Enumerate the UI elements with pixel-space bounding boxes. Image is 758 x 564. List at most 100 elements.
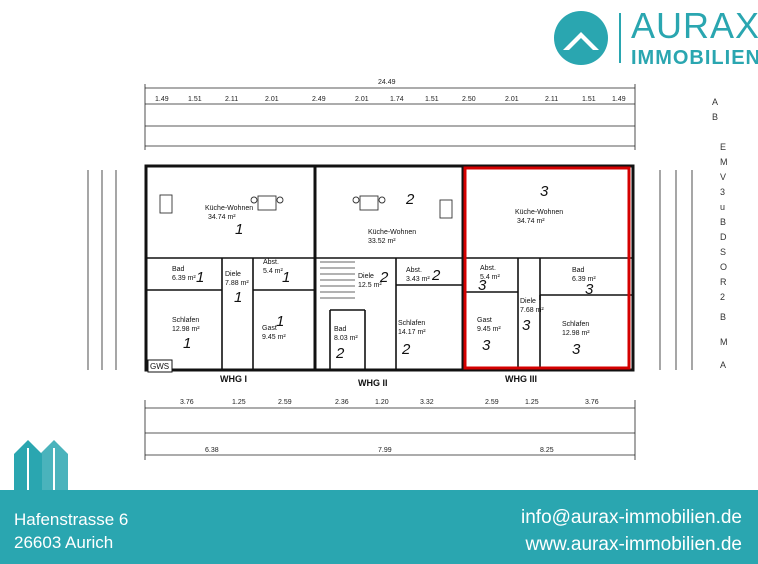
unit-tag: 1 xyxy=(196,269,204,286)
unit-tag: 1 xyxy=(276,313,284,330)
side-letter: M xyxy=(720,157,728,167)
unit-label: WHG III xyxy=(505,374,537,384)
side-letter: D xyxy=(720,232,727,242)
unit-tag: 3 xyxy=(540,183,549,200)
side-letter: u xyxy=(720,202,725,212)
side-letter: B xyxy=(720,312,726,322)
unit-tag: 2 xyxy=(405,191,415,208)
dim-bottom: 1.25 xyxy=(525,399,539,406)
dim-top: 1.51 xyxy=(582,96,596,103)
room-name: Küche-Wohnen xyxy=(205,205,253,212)
room-area: 34.74 m² xyxy=(517,218,545,225)
dim-top: 2.50 xyxy=(462,96,476,103)
street-address: Hafenstrasse 6 xyxy=(14,510,129,529)
email-link[interactable]: info@aurax-immobilien.de xyxy=(521,507,742,528)
room-area: 14.17 m² xyxy=(398,329,426,336)
room-area: 5.4 m² xyxy=(263,268,284,275)
unit-tag: 1 xyxy=(235,221,243,238)
dim-bottom: 6.38 xyxy=(205,447,219,454)
unit-tag: 3 xyxy=(522,317,531,334)
room-area: 7.68 m² xyxy=(520,307,544,314)
building-outline xyxy=(144,164,635,372)
brand-name: AURAX xyxy=(631,5,758,46)
brand-subtitle: IMMOBILIEN xyxy=(631,47,758,69)
dim-total: 24.49 xyxy=(378,79,396,86)
room-name: Schlafen xyxy=(172,317,199,324)
unit-tag: 1 xyxy=(282,269,290,286)
unit-tag: 2 xyxy=(379,269,389,286)
room-name: Küche-Wohnen xyxy=(515,209,563,216)
dim-top: 2.01 xyxy=(355,96,369,103)
dim-top: 2.11 xyxy=(545,96,558,103)
room-area: 9.45 m² xyxy=(477,326,501,333)
side-letter: 3 xyxy=(720,187,725,197)
side-letter: B xyxy=(720,217,726,227)
unit-highlight xyxy=(463,166,631,370)
room-name: Bad xyxy=(334,326,347,333)
side-letter: S xyxy=(720,247,726,257)
unit-tag: 2 xyxy=(401,341,411,358)
city-address: 26603 Aurich xyxy=(14,533,114,552)
room-name: Bad xyxy=(572,267,585,274)
room-area: 8.03 m² xyxy=(334,335,358,342)
room-name: Abst. xyxy=(480,265,496,272)
room-area: 3.43 m² xyxy=(406,276,430,283)
side-letter: V xyxy=(720,172,726,182)
address-block: Hafenstrasse 6 26603 Aurich xyxy=(14,508,128,554)
room-name: Bad xyxy=(172,266,185,273)
website-link[interactable]: www.aurax-immobilien.de xyxy=(525,534,742,555)
dim-bottom: 2.59 xyxy=(485,399,499,406)
side-letter: 2 xyxy=(720,292,725,302)
dim-bottom: 2.59 xyxy=(278,399,292,406)
footer-bar: Hafenstrasse 6 26603 Aurich info@aurax-i… xyxy=(0,490,758,564)
room-area: 33.52 m² xyxy=(368,238,396,245)
unit-label: WHG II xyxy=(358,378,388,388)
room-area: 34.74 m² xyxy=(208,214,236,221)
unit-tag: 3 xyxy=(585,281,594,298)
dim-bottom: 7.99 xyxy=(378,447,392,454)
dim-top: 1.49 xyxy=(155,96,169,103)
unit-tag: 2 xyxy=(335,345,345,362)
house-logo-icon xyxy=(554,11,608,65)
side-letter: A xyxy=(712,97,718,107)
room-area: 12.98 m² xyxy=(172,326,200,333)
side-letter: M xyxy=(720,337,728,347)
dim-top: 1.49 xyxy=(612,96,626,103)
room-name: Abst. xyxy=(406,267,422,274)
room-name: Diele xyxy=(225,271,241,278)
dim-bottom: 8.25 xyxy=(540,447,554,454)
room-name: Gast xyxy=(262,325,277,332)
dim-top: 2.49 xyxy=(312,96,326,103)
room-area: 12.98 m² xyxy=(562,330,590,337)
dim-bottom: 3.32 xyxy=(420,399,434,406)
room-name: Gast xyxy=(477,317,492,324)
room-area: 6.39 m² xyxy=(572,276,596,283)
unit-tag: 3 xyxy=(478,277,487,294)
dim-bottom: 3.76 xyxy=(585,399,599,406)
room-name: Diele xyxy=(520,298,536,305)
dim-bottom: 1.25 xyxy=(232,399,246,406)
room-name: Schlafen xyxy=(398,320,425,327)
room-name: Schlafen xyxy=(562,321,589,328)
side-letter: A xyxy=(720,360,726,370)
unit-tag: 2 xyxy=(431,267,441,284)
side-letter: R xyxy=(720,277,727,287)
unit-tag: 3 xyxy=(482,337,491,354)
dim-bottom: 3.76 xyxy=(180,399,194,406)
dim-bottom: 2.36 xyxy=(335,399,349,406)
unit-label: WHG I xyxy=(220,374,247,384)
unit-tag: 1 xyxy=(183,335,191,352)
room-area: 9.45 m² xyxy=(262,334,286,341)
dim-bottom: 1.20 xyxy=(375,399,389,406)
brand-logo: AURAX IMMOBILIEN xyxy=(553,8,758,68)
contact-block: info@aurax-immobilien.de www.aurax-immob… xyxy=(521,504,742,558)
room-name: Diele xyxy=(358,273,374,280)
side-letter: B xyxy=(712,112,718,122)
unit-tag: 3 xyxy=(572,341,581,358)
house-outline-icon xyxy=(14,440,68,490)
dim-top: 2.11 xyxy=(225,96,238,103)
dim-top: 2.01 xyxy=(505,96,519,103)
floor-plan: 24.49 1.49 1.51 2.11 2.01 2.49 2.01 1.74… xyxy=(87,7,758,460)
dim-top: 2.01 xyxy=(265,96,279,103)
floor-plan-drawing: 24.49 1.49 1.51 2.11 2.01 2.49 2.01 1.74… xyxy=(87,79,728,460)
